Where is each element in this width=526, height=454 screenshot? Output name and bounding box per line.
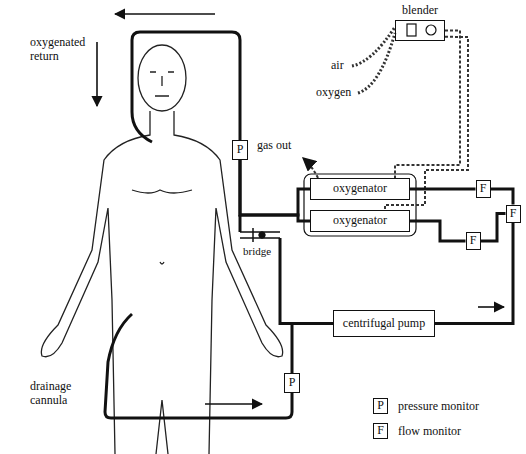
- return-tube: [132, 32, 240, 142]
- venous-tube: [280, 238, 292, 324]
- blood-tubing: [292, 324, 333, 374]
- blood-tubing: [240, 160, 310, 215]
- part-label: drainage cannula: [30, 380, 94, 408]
- bridge-symbol: [240, 228, 280, 242]
- drainage-tube: [105, 314, 292, 418]
- flow-monitor: F: [476, 180, 491, 198]
- legend-text: flow monitor: [398, 424, 461, 439]
- pump-box: centrifugal pump: [333, 310, 435, 337]
- blood-tubing: [240, 160, 310, 221]
- body-right-outline: [174, 111, 283, 454]
- bridge-clamp: [259, 232, 265, 238]
- legs-inner-outline: [156, 400, 168, 454]
- gas-label: oxygen: [316, 86, 351, 100]
- blood-tubing: [481, 214, 506, 242]
- box-label: F: [480, 182, 487, 195]
- flow-arrow: [96, 42, 98, 106]
- box-label: centrifugal pump: [343, 317, 425, 330]
- blood-tubing: [410, 188, 476, 191]
- arterial-tube: [239, 215, 242, 232]
- blender-slider: [407, 24, 416, 36]
- blood-tubing: [491, 189, 514, 205]
- human-figure: [41, 45, 282, 454]
- part-label: bridge: [243, 245, 271, 258]
- blood-tubing: [410, 221, 466, 241]
- legend-symbol: P: [373, 398, 388, 414]
- flow-monitor: F: [506, 205, 521, 223]
- torso-lines: [132, 190, 192, 264]
- gas-label: gas out: [257, 139, 291, 153]
- air-line: [352, 27, 395, 66]
- bridge-clamp-bar: [252, 228, 254, 242]
- flow-arrows: [97, 14, 504, 404]
- tubing: [105, 32, 292, 418]
- bridge-tube: [240, 232, 280, 238]
- blender-knob: [426, 25, 436, 35]
- flow-arrow: [478, 306, 504, 308]
- head-outline: [138, 45, 186, 111]
- flow-monitor: F: [466, 232, 481, 250]
- flow-arrow: [205, 403, 262, 405]
- flow-label: oxygenated return: [30, 36, 92, 64]
- gas-supply-lines: [352, 27, 395, 93]
- box-heading: blender: [386, 4, 454, 17]
- oxygenator-box: oxygenator: [310, 210, 410, 232]
- box-label: P: [237, 143, 244, 156]
- oxygen-line: [358, 33, 395, 93]
- gas-out-line: [303, 158, 318, 178]
- box-label: P: [289, 376, 296, 389]
- box-label: F: [470, 234, 477, 247]
- box-label: oxygenator: [333, 214, 387, 227]
- oxygenator-box: oxygenator: [310, 178, 410, 200]
- legend-text: pressure monitor: [398, 399, 479, 414]
- pressure-monitor: P: [284, 373, 300, 393]
- flow-arrow: [115, 13, 215, 15]
- legend-symbol: F: [373, 423, 388, 439]
- blood-tubing: [435, 223, 513, 324]
- oxygenator-holder: [304, 174, 416, 236]
- box-label: oxygenator: [333, 182, 387, 195]
- blender-box: blender: [395, 20, 445, 41]
- pressure-monitor: P: [232, 140, 248, 160]
- gas-label: air: [331, 59, 344, 73]
- box-label: F: [510, 207, 517, 220]
- gas-line: [395, 31, 460, 179]
- blender-controls: [407, 24, 436, 36]
- face-features: [150, 72, 174, 96]
